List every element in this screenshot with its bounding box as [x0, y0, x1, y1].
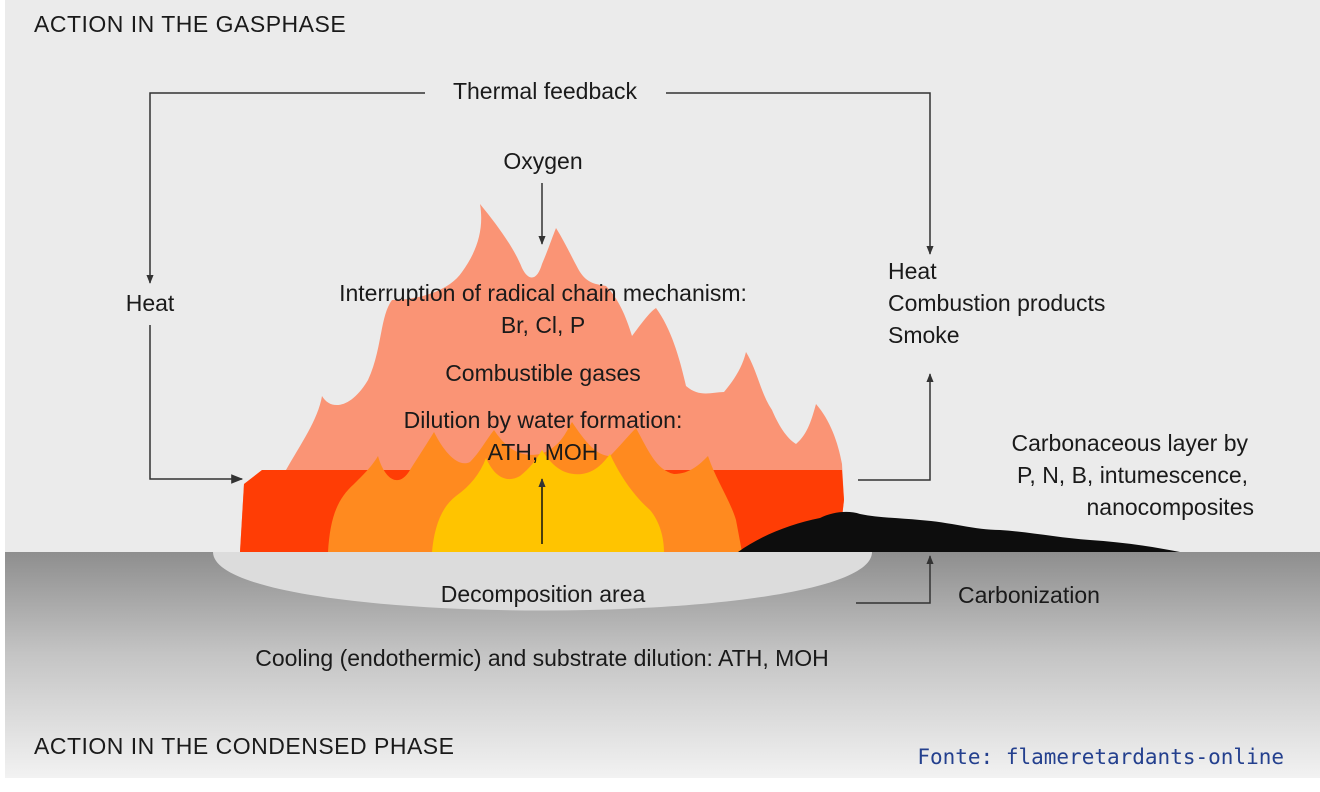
carbonization-arrow — [856, 555, 934, 604]
carbonaceous-label-line2: P, N, B, intumescence, — [1017, 462, 1248, 488]
combustion-products-arrow — [858, 373, 934, 481]
dilution-label-line2: ATH, MOH — [488, 439, 599, 465]
carbonaceous-label-line1: Carbonaceous layer by — [1011, 430, 1248, 456]
combustion-products-label: Combustion products — [888, 290, 1105, 316]
source-credit: Fonte: flameretardants-online — [917, 745, 1284, 769]
carbonaceous-label-line3: nanocomposites — [1087, 494, 1255, 520]
gas-phase-header: ACTION IN THE GASPHASE — [34, 11, 346, 37]
heat-left-label: Heat — [126, 290, 175, 316]
oxygen-label: Oxygen — [503, 148, 582, 174]
thermal-feedback-line-right — [666, 92, 934, 255]
combustible-gases-label: Combustible gases — [445, 360, 641, 386]
flame-outer — [240, 204, 844, 552]
char-layer — [738, 511, 1180, 552]
smoke-label: Smoke — [888, 322, 960, 348]
heat-right-label: Heat — [888, 258, 937, 284]
carbonization-label: Carbonization — [958, 582, 1100, 608]
flame-core — [432, 450, 664, 552]
dilution-label-line1: Dilution by water formation: — [404, 407, 683, 433]
heat-left-line — [149, 325, 244, 484]
decomposition-area-shape — [213, 552, 872, 611]
cooling-label: Cooling (endothermic) and substrate dilu… — [255, 645, 829, 671]
thermal-feedback-label: Thermal feedback — [453, 78, 638, 104]
thermal-feedback-line-left — [146, 92, 425, 284]
condensed-phase-header: ACTION IN THE CONDENSED PHASE — [34, 733, 454, 759]
interruption-label-line2: Br, Cl, P — [501, 312, 585, 338]
decomposition-area-label: Decomposition area — [441, 581, 646, 607]
interruption-label-line1: Interruption of radical chain mechanism: — [339, 280, 747, 306]
